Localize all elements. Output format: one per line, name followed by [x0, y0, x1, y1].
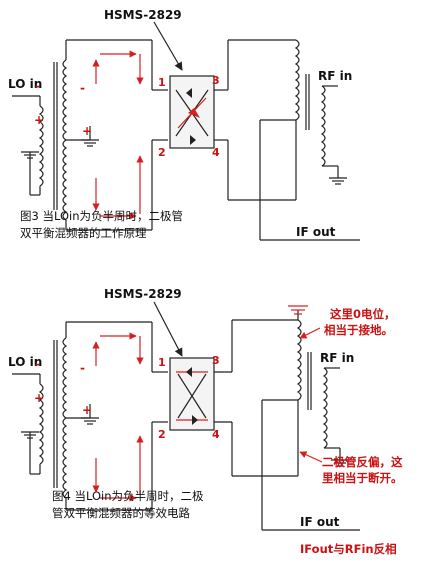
fig3-pin-3: 3	[212, 74, 220, 87]
fig4-note-top-line2: 相当于接地。	[324, 323, 393, 337]
fig3-pin-2: 2	[158, 146, 166, 159]
fig4-part-label: HSMS-2829	[104, 287, 182, 301]
fig4-part-pointer	[153, 301, 183, 357]
fig3-sec-minus: -	[80, 81, 85, 95]
fig4-note-phase: IFout与RFin反相	[300, 542, 397, 556]
fig3-pin-1: 1	[158, 76, 166, 89]
fig4-pin-1: 1	[158, 356, 166, 369]
fig3-pin-4: 4	[212, 146, 220, 159]
fig3-lo-minus: -	[35, 79, 40, 93]
figure-4: HSMS-2829 LO in + - - +	[8, 287, 403, 556]
fig3-part-label: HSMS-2829	[104, 8, 182, 22]
fig4-note-bottom-line2: 里相当于断开。	[322, 471, 403, 485]
fig4-caption-line2: 管双平衡混频器的等效电路	[52, 506, 190, 520]
fig4-note-bottom-line1: 二极管反偏，这	[322, 455, 403, 469]
fig4-rf-label: RF in	[320, 351, 354, 365]
fig3-sec-plus: +	[82, 124, 92, 138]
fig4-lo-plus: +	[34, 391, 44, 405]
fig3-if-label: IF out	[296, 225, 336, 239]
fig4-if-label: IF out	[300, 515, 340, 529]
fig3-lo-label: LO in	[8, 77, 42, 91]
fig3-rf-label: RF in	[318, 69, 352, 83]
fig4-pin-3: 3	[212, 354, 220, 367]
figure-3: HSMS-2829 LO in + - - +	[8, 8, 360, 241]
fig4-sec-minus: -	[80, 361, 85, 375]
fig4-caption-line1: 图4 当LOin为负半周时，二极	[52, 489, 204, 503]
fig4-sec-plus: +	[82, 403, 92, 417]
fig4-pin-4: 4	[212, 428, 220, 441]
fig4-lo-minus: -	[35, 357, 40, 371]
fig3-lo-plus: +	[34, 113, 44, 127]
fig4-note-top-line1: 这里0电位，	[330, 307, 396, 321]
fig3-caption-line1: 图3 当LOin为负半周时，二极管	[20, 209, 183, 223]
fig3-caption-line2: 双平衡混频器的工作原理	[20, 226, 147, 240]
fig4-lo-label: LO in	[8, 355, 42, 369]
fig4-pin-2: 2	[158, 428, 166, 441]
fig3-part-pointer	[153, 21, 183, 71]
